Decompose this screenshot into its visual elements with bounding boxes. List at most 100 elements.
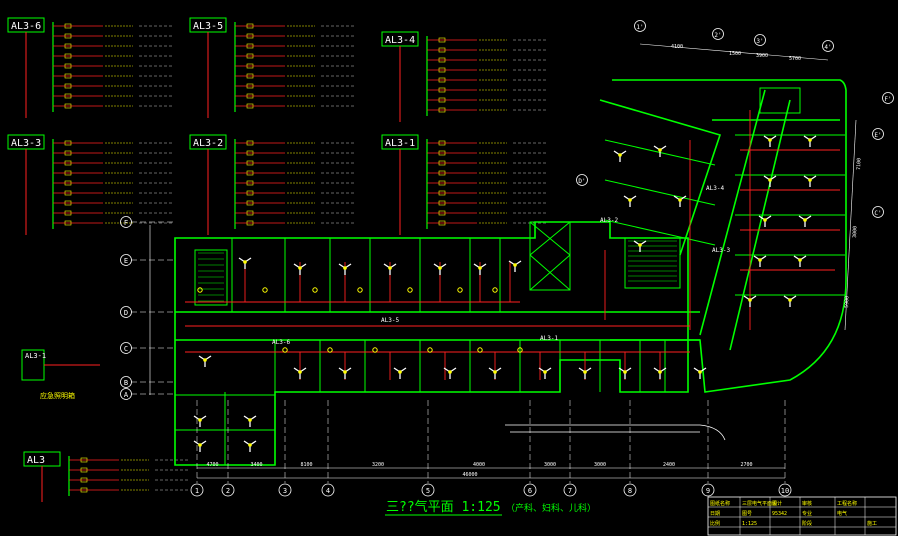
drawing-title-group: 三??气平面 1:125 （产科、妇科、儿科） [385,499,596,516]
panel-schedule-al3-3: AL3-3 [7,134,173,235]
fixture-center [698,370,702,374]
elevator-cross-4 [529,254,571,291]
ceiling-light-fixture [793,255,807,267]
title-block-cell: 设计 [772,500,782,507]
circuit-breaker-symbol [246,160,254,166]
ceiling-light-fixture [293,367,307,379]
axis-label: 4' [824,44,831,51]
light-fixtures [193,135,817,452]
plan-panel-tag: AL3-3 [712,247,730,254]
plan-panel-tag: AL3-2 [600,217,618,224]
fixture-center [763,218,767,222]
east-wing-outline [610,79,847,393]
fixture-center [808,178,812,182]
ceiling-light-fixture [633,240,647,252]
panel-label: AL3-1 [385,138,415,149]
ceiling-light-fixture [293,263,307,275]
fixture-center [583,370,587,374]
dimension-text: 4700 [206,462,218,468]
fixture-center [343,266,347,270]
circuit-breaker-symbol [438,97,446,103]
circuit-breaker-symbol [64,220,72,226]
axis-label: 2 [226,487,230,495]
ceiling-light-fixture [338,263,352,275]
axis-label: 3 [283,487,287,495]
circuit-breaker-symbol [246,53,254,59]
switch-symbol [282,347,288,353]
circuit-breaker-symbol [246,170,254,176]
fixture-center [248,418,252,422]
axis-bubble [712,28,724,40]
panel-label: AL3-2 [193,138,223,149]
circuit-breaker-symbol [64,160,72,166]
fixture-center [448,370,452,374]
fixture-center [618,153,622,157]
circuit-breaker-symbol [438,190,446,196]
axis-bubble [563,483,577,497]
axis-label: 6 [528,487,532,495]
fixture-center [758,258,762,262]
stair-west [194,249,228,306]
fixture-center [658,148,662,152]
stair-main [624,237,681,289]
circuit-breaker-symbol [246,43,254,49]
axis-bubble [872,206,884,218]
circuit-breaker-symbol [246,103,254,109]
plan-panel-tag: AL3-6 [272,339,290,346]
axis-bubble [421,483,435,497]
circuit-breaker-symbol [64,53,72,59]
switch-symbol [357,287,363,293]
circuit-breaker-symbol [246,33,254,39]
axis-label: 1 [195,487,199,495]
axis-label: F' [884,96,891,103]
title-block-cell: 三层电气平面图 [742,500,777,507]
axis-label: 5 [426,487,430,495]
switch-symbol [312,287,318,293]
panel-label: AL3-5 [193,21,223,32]
circuit-breaker-symbol [64,150,72,156]
dimension-text: 2400 [663,462,675,468]
ceiling-light-fixture [758,215,772,227]
ceiling-light-fixture [803,175,817,187]
dimension-text: 5700 [789,56,801,62]
axis-bubble [321,483,335,497]
fixture-center [398,370,402,374]
fixture-center [438,266,442,270]
east-wing-inner [599,99,722,256]
riser-circuits [604,110,751,330]
dimension-text: 8100 [300,462,312,468]
fixture-center [203,358,207,362]
circuit-breaker-symbol [64,83,72,89]
circuit-breaker-symbol [246,93,254,99]
axis-label: 4 [326,487,330,495]
fixture-center [768,178,772,182]
axis-bubble [754,34,766,46]
axis-bubble [523,483,537,497]
title-block-frame [707,496,897,536]
total-dimension-text: 46000 [462,472,477,478]
title-block-cell: 电气 [837,510,847,517]
lighting-circuits [185,110,840,380]
ceiling-light-fixture [653,145,667,157]
axis-bubble [634,20,646,32]
axis-label: C' [874,210,881,217]
axis-bubble [882,92,894,104]
switch-symbol [262,287,268,293]
circuit-breaker-symbol [64,43,72,49]
circuit-breaker-symbol [80,467,88,473]
ceiling-light-fixture [238,257,252,269]
axis-bubble [623,483,637,497]
ceiling-light-fixture [383,263,397,275]
fixture-center [768,138,772,142]
ceiling-light-fixture [798,215,812,227]
title-block-cell: 95342 [772,511,787,517]
axis-label: 9 [706,487,710,495]
east-wing-diagonal [699,89,766,336]
ceiling-light-fixture [623,195,637,207]
stair-steps [198,240,677,302]
fixture-center [678,198,682,202]
axis-bubble [278,483,292,497]
circuit-breaker-symbol [438,87,446,93]
circuit-breaker-symbol [64,103,72,109]
circuit-breaker-symbol [246,190,254,196]
